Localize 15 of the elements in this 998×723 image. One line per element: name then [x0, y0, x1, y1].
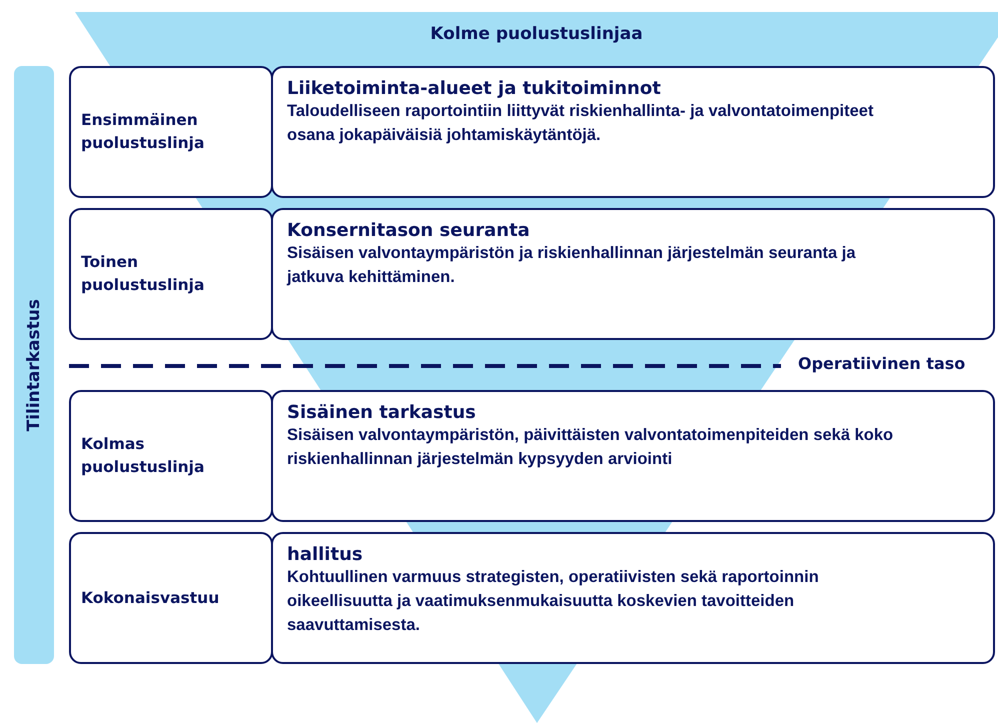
description-card: [271, 532, 995, 664]
card-text: Kohtuullinen varmuus strategisten, operatiivisten sekä raportoinnin oikeellisuutta ja vaatimuksenmukaisuutta koskevien tavoitteiden saavuttamisesta.: [287, 567, 820, 636]
card-text: Sisäisen valvontaympäristön ja riskienhallinnan järjestelmän seuranta ja jatkuva kehittäminen.: [287, 243, 857, 288]
card-heading: hallitus: [287, 544, 363, 565]
card-heading: Konsernitason seuranta: [287, 220, 530, 241]
card-text: Sisäisen valvontaympäristön, päivittäisten valvontatoimenpiteiden sekä koko riskienhallinnan järjestelmän kypsyyden arviointi: [287, 425, 894, 470]
divider-label: Operatiivinen taso: [796, 354, 968, 373]
card-heading: Liiketoiminta-alueet ja tukitoiminnot: [287, 78, 661, 99]
line-name-card: Toinen puolustuslinja: [69, 208, 273, 340]
card-text: Taloudelliseen raportointiin liittyvät riskienhallinta- ja valvontatoimenpiteet osana jokapäiväisiä johtamiskäytäntöjä.: [287, 101, 874, 146]
funnel-title: Kolme puolustuslinjaa: [429, 24, 644, 44]
line-name-card: Kokonaisvastuu: [69, 532, 273, 664]
line-name-card: Kolmas puolustuslinja: [69, 390, 273, 522]
card-heading: Sisäinen tarkastus: [287, 402, 476, 423]
side-bar: Tilintarkastus: [14, 66, 54, 664]
